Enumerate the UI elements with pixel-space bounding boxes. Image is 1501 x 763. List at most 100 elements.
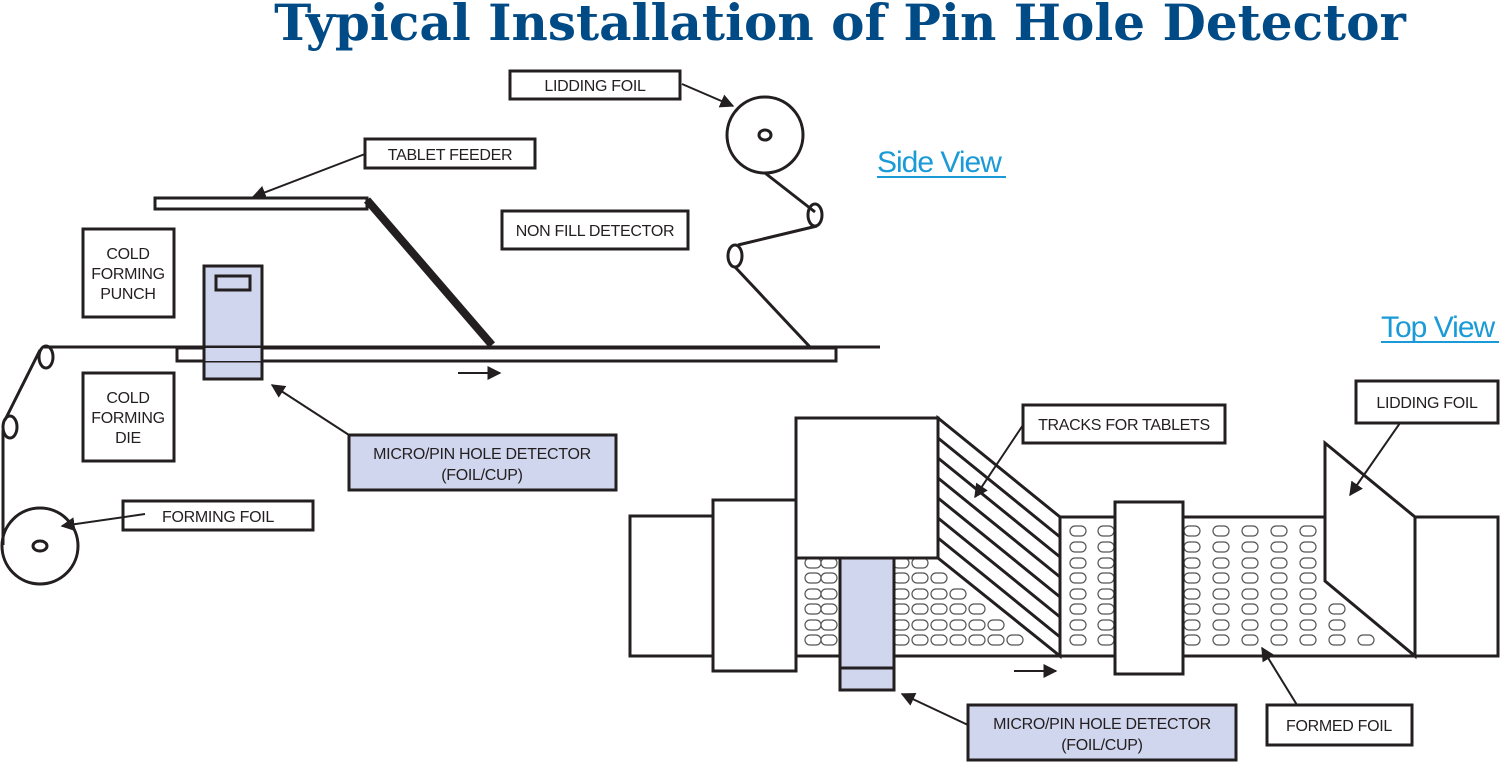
arrow-icon [251,153,366,200]
blister-cavity [820,603,838,615]
detector-window [214,274,252,292]
cold-forming-die-label-3: DIE [115,430,141,447]
blister-cavity [987,619,1005,631]
side-detector-label-1: MICRO/PIN HOLE DETECTOR [373,446,591,463]
blister-cavity [1212,572,1230,584]
page-title: Typical Installation of Pin Hole Detecto… [274,0,1406,52]
blister-cavity [1183,525,1201,537]
blister-cavity [820,619,838,631]
track-line [937,456,1061,559]
blister-cavity [1241,572,1259,584]
blister-cavity [1183,603,1201,615]
blister-cavity [1270,588,1288,600]
blister-cavity [1097,603,1115,615]
blister-cavity [1097,634,1115,646]
tablet-feeder-label: TABLET FEEDER [388,147,512,164]
top-detector-label-1: MICRO/PIN HOLE DETECTOR [993,716,1211,733]
blister-cavity [1241,588,1259,600]
blister-cavity [1241,525,1259,537]
top-left-end-block [628,514,715,658]
blister-cavity [1270,572,1288,584]
side-lidding-foil-box [508,69,682,101]
tablet-feeder-plate [153,196,369,211]
blister-cavity [1097,588,1115,600]
lidding-foil-web-2 [737,224,818,247]
top-detector-callout: MICRO/PIN HOLE DETECTOR (FOIL/CUP) [900,693,1238,762]
cold-forming-punch-box [81,227,176,319]
blister-cavity [1069,634,1087,646]
blister-cavity [1183,572,1201,584]
arrow-icon [974,424,1024,499]
blister-cavity [1241,619,1259,631]
tablet-feeder-callout: TABLET FEEDER [251,137,537,200]
side-view-diagram: LIDDING FOIL TABLET FEEDER NON FILL DETE… [0,69,880,586]
lidding-roller-1 [806,202,824,228]
forming-foil-callout: FORMING FOIL [60,499,315,532]
blister-cavity [1069,525,1087,537]
tablet-track-lines [937,436,1061,639]
arrow-icon [1349,422,1401,497]
non-fill-detector-box [500,209,690,251]
arrow-icon [60,513,146,532]
blister-cavity [1212,619,1230,631]
cold-forming-punch-label-1: COLD [106,246,149,263]
blister-cavity [949,603,967,615]
conveyor-bed [175,346,838,363]
cold-forming-punch-label-2: FORMING [91,266,164,283]
blister-cavity [968,619,986,631]
formed-foil-label: FORMED FOIL [1286,718,1392,735]
blister-cavity [911,619,929,631]
blister-cavity [804,603,822,615]
blister-cavity [1097,619,1115,631]
side-detector-label-box [347,433,618,492]
blister-cavity [930,634,948,646]
blister-cavity [1097,541,1115,553]
blister-cavity [1183,588,1201,600]
top-lidding-foil-label: LIDDING FOIL [1376,395,1478,412]
top-pinhole-detector-unit [838,556,896,670]
blister-cavity [804,619,822,631]
track-line [937,536,1061,639]
blister-cavity [1069,588,1087,600]
blister-cavity [820,572,838,584]
blister-cavity [987,634,1005,646]
side-detector-label-2: (FOIL/CUP) [441,467,522,484]
formed-foil-box [1265,703,1414,747]
blister-cavity [1183,619,1201,631]
blister-cavity [820,588,838,600]
blister-cavity [949,634,967,646]
blister-cavity [1299,634,1317,646]
blister-cavity [1270,634,1288,646]
top-feeder-block [794,416,940,560]
blister-cavity [1241,541,1259,553]
blister-cavity [1241,634,1259,646]
blister-cavity [1299,619,1317,631]
tracks-label: TRACKS FOR TABLETS [1038,417,1210,434]
arrow-icon [1261,646,1298,706]
side-detector-callout: MICRO/PIN HOLE DETECTOR (FOIL/CUP) [270,384,618,492]
forming-foil-box [121,499,315,532]
arrow-icon [900,693,969,726]
cold-forming-die-label-1: COLD [106,390,149,407]
blister-cavity [930,572,948,584]
cold-forming-die-box [81,371,176,463]
blister-cavity [930,603,948,615]
blister-cavity [1212,634,1230,646]
forming-foil-web-1 [3,349,42,421]
lidding-foil-web-1 [764,171,816,214]
blister-cavity [911,588,929,600]
blister-cavity [1299,572,1317,584]
blister-cavity [911,603,929,615]
blister-cavity [1299,541,1317,553]
blister-cavity [1357,634,1375,646]
lidding-foil-web-3 [733,265,812,349]
blister-cavity [1241,603,1259,615]
top-view-diagram: TRACKS FOR TABLETS LIDDING FOIL FORMED F… [628,379,1500,762]
lidding-roller-2 [726,243,744,269]
top-forming-station [711,498,798,673]
blister-cavity [949,588,967,600]
blister-cavity [1069,541,1087,553]
blister-cavity [1097,572,1115,584]
blister-cavity [1241,557,1259,569]
top-detector-label-box [966,703,1238,762]
